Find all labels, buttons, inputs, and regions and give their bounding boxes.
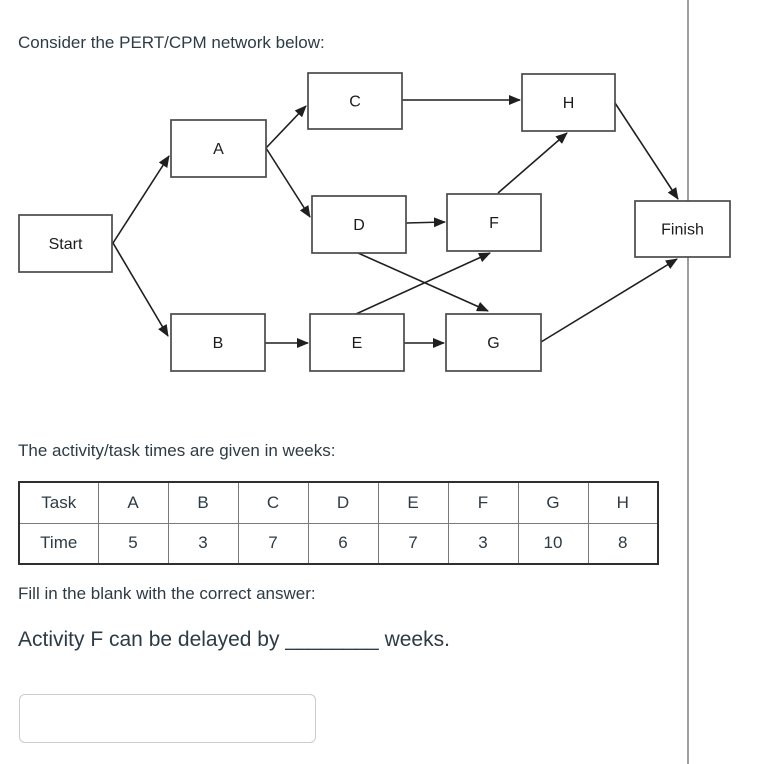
node-finish-box xyxy=(634,200,731,258)
edge-f-h xyxy=(497,132,568,194)
task-cell-A: A xyxy=(97,481,169,524)
node-e-label: E xyxy=(352,335,363,352)
node-e: E xyxy=(309,313,405,372)
time-cell-B: 3 xyxy=(167,522,239,565)
node-h-label: H xyxy=(563,95,575,112)
node-start: Start xyxy=(18,214,113,273)
task-cell-B: B xyxy=(167,481,239,524)
time-cell-A: 5 xyxy=(97,522,169,565)
times-intro-text: The activity/task times are given in wee… xyxy=(18,441,336,460)
edge-a-d xyxy=(265,147,311,218)
diagram-nodes: Start A B C D E F G H Finish xyxy=(18,72,731,372)
edge-h-finish xyxy=(614,102,679,200)
node-b-box xyxy=(170,313,266,372)
task-row-label: Task xyxy=(18,481,99,524)
node-a-box xyxy=(170,119,267,178)
edge-a-c xyxy=(265,105,307,149)
time-cell-G: 10 xyxy=(517,522,589,565)
node-g-box xyxy=(445,313,542,372)
time-cell-F: 3 xyxy=(447,522,519,565)
task-cell-F: F xyxy=(447,481,519,524)
node-start-box xyxy=(18,214,113,273)
node-f: F xyxy=(446,193,542,252)
time-cell-E: 7 xyxy=(377,522,449,565)
node-d-label: D xyxy=(353,217,365,234)
question-intro-text: Consider the PERT/CPM network below: xyxy=(18,33,325,52)
node-g: G xyxy=(445,313,542,372)
node-d: D xyxy=(311,195,407,254)
node-e-box xyxy=(309,313,405,372)
node-c-label: C xyxy=(349,94,361,111)
node-d-box xyxy=(311,195,407,254)
edge-start-b xyxy=(112,242,169,337)
task-cell-E: E xyxy=(377,481,449,524)
node-h: H xyxy=(521,73,616,132)
node-f-box xyxy=(446,193,542,252)
time-cell-H: 8 xyxy=(587,522,659,565)
node-g-label: G xyxy=(487,335,499,352)
node-f-label: F xyxy=(489,215,499,232)
pert-cpm-network-diagram: Start A B C D E F G H Finish xyxy=(18,72,731,372)
node-finish: Finish xyxy=(634,200,731,258)
edge-start-a xyxy=(112,155,170,244)
content-right-border xyxy=(687,0,689,764)
node-a-label: A xyxy=(213,141,224,158)
task-cell-H: H xyxy=(587,481,659,524)
edge-d-g xyxy=(357,252,489,312)
task-cell-G: G xyxy=(517,481,589,524)
node-h-box xyxy=(521,73,616,132)
node-b-label: B xyxy=(213,335,224,352)
edge-e-f xyxy=(355,252,491,315)
node-c-box xyxy=(307,72,403,130)
node-a: A xyxy=(170,119,267,178)
time-cell-D: 6 xyxy=(307,522,379,565)
task-cell-D: D xyxy=(307,481,379,524)
edge-d-f xyxy=(405,217,446,228)
question-statement: Activity F can be delayed by ________ we… xyxy=(18,628,450,651)
task-cell-C: C xyxy=(237,481,309,524)
time-cell-C: 7 xyxy=(237,522,309,565)
time-row-label: Time xyxy=(18,522,99,565)
edge-g-finish xyxy=(540,258,678,343)
fill-blank-instruction: Fill in the blank with the correct answe… xyxy=(18,584,316,603)
diagram-edges xyxy=(112,95,679,348)
node-c: C xyxy=(307,72,403,130)
answer-input[interactable] xyxy=(19,694,316,743)
node-finish-label: Finish xyxy=(661,222,704,239)
node-b: B xyxy=(170,313,266,372)
node-start-label: Start xyxy=(49,236,83,253)
